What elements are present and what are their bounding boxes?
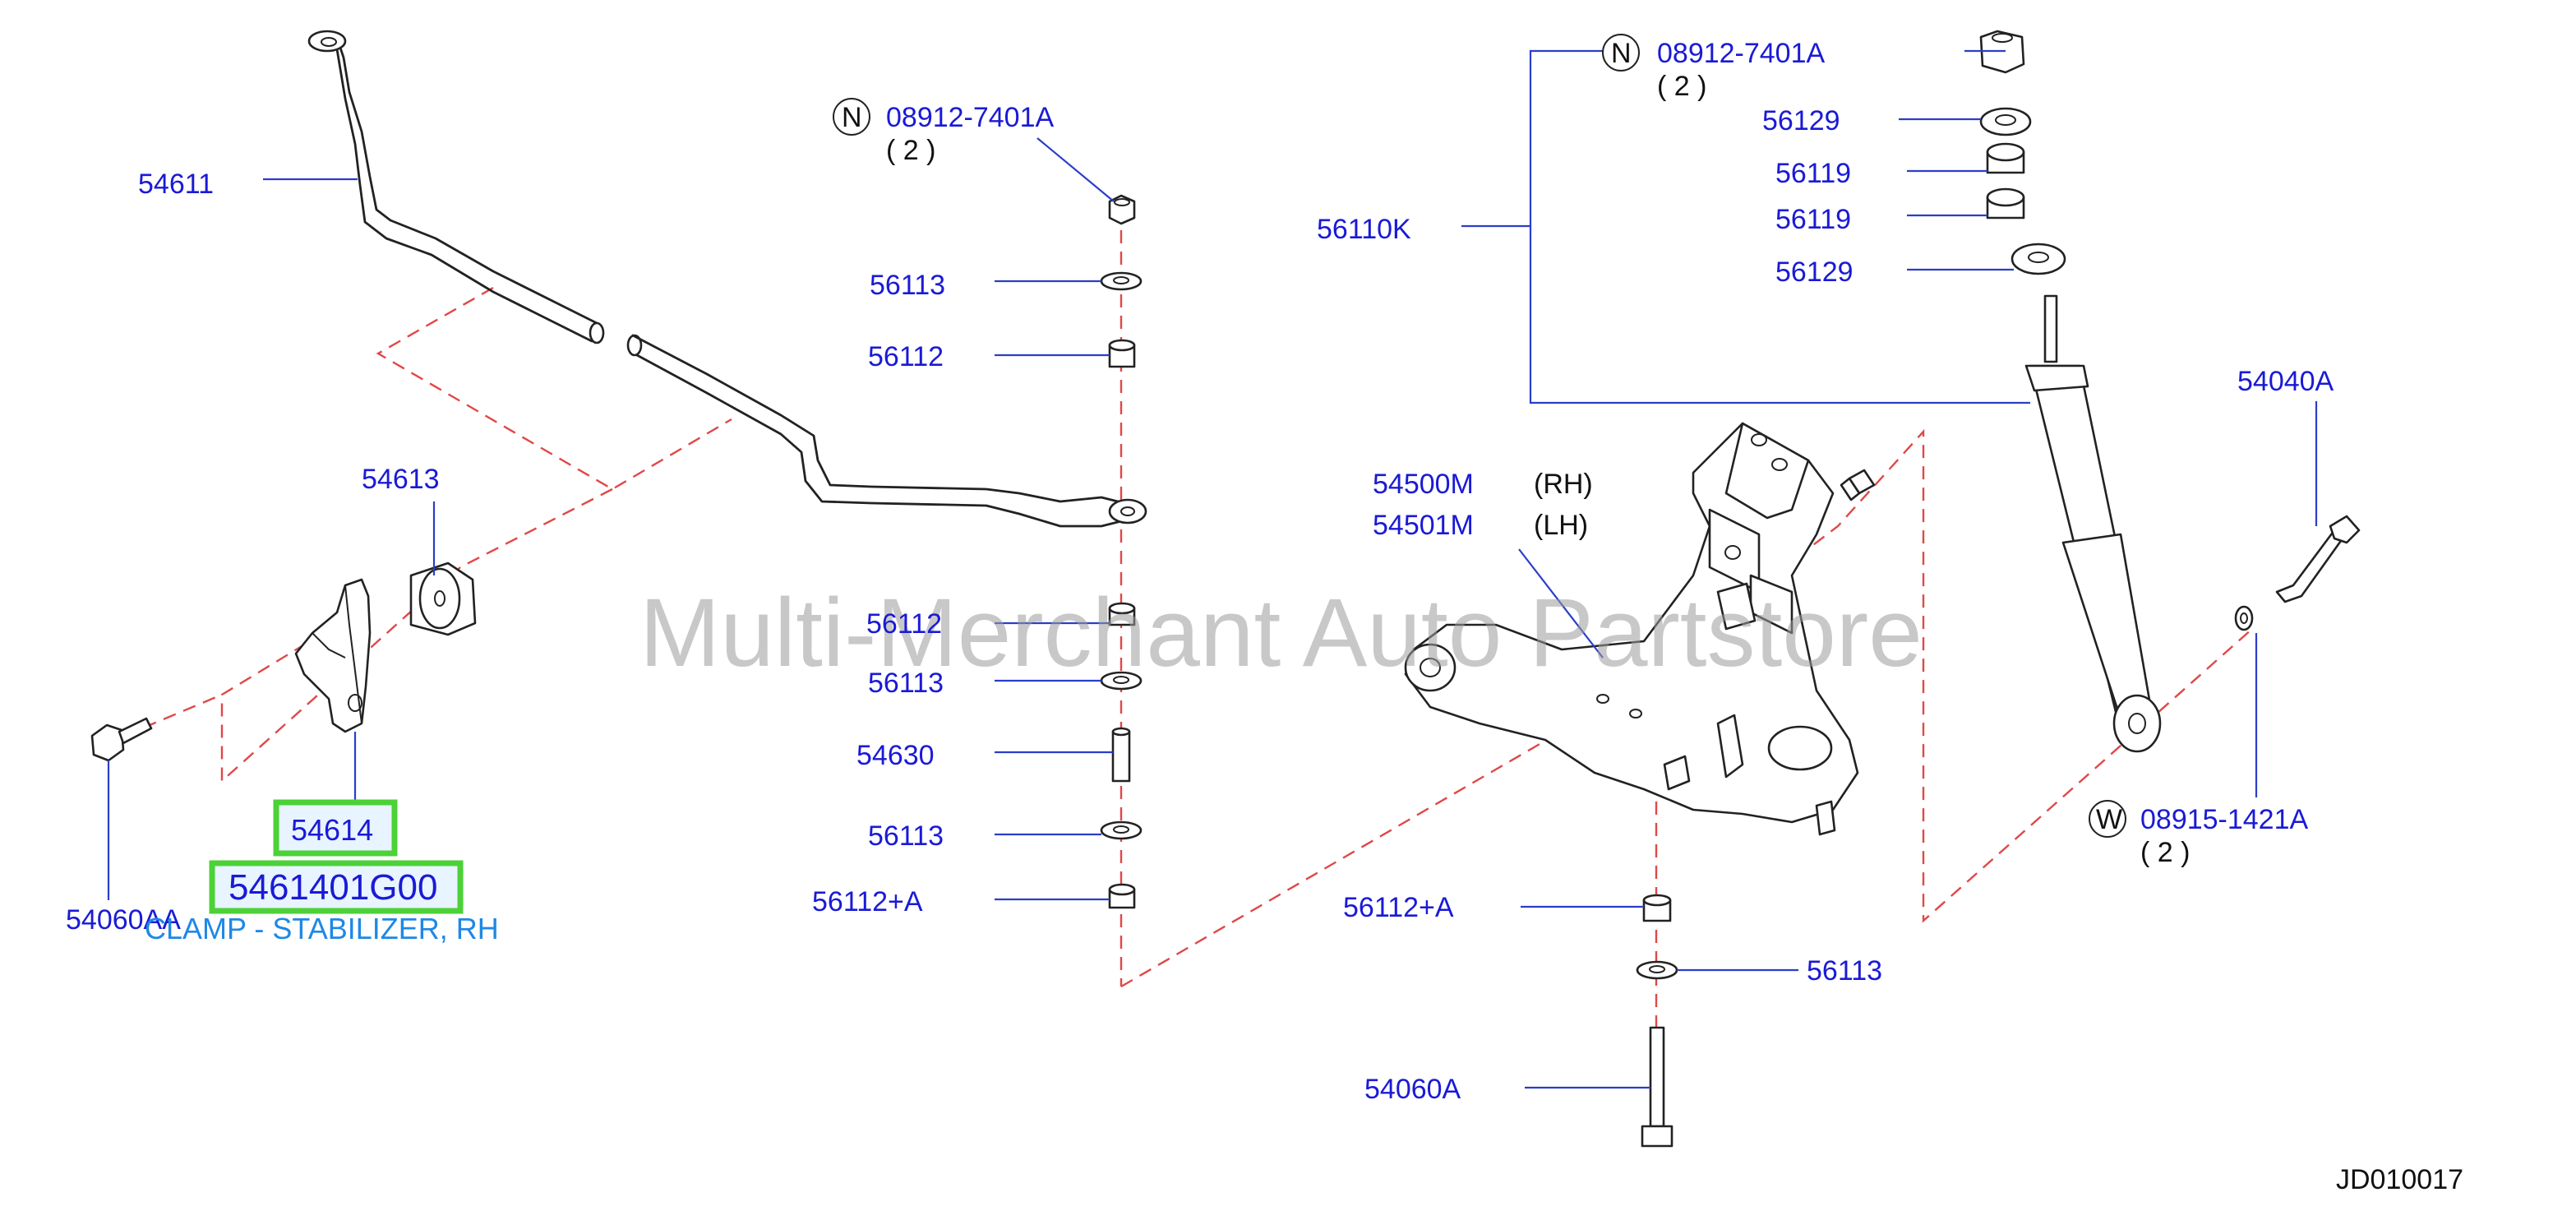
callout-n-letter-right: N	[1611, 38, 1632, 69]
label-08912-7401A-right[interactable]: 08912-7401A	[1657, 38, 1826, 69]
label-56112A-a[interactable]: 56112+A	[812, 886, 923, 917]
label-56119-a[interactable]: 56119	[1775, 158, 1851, 189]
label-56112-b[interactable]: 56112	[866, 608, 942, 640]
label-56129-a[interactable]: 56129	[1762, 105, 1840, 136]
label-54613[interactable]: 54613	[362, 464, 440, 495]
label-54060AA[interactable]: 54060AA	[66, 904, 181, 936]
stabilizer-bar-54611	[307, 30, 1147, 528]
label-qty-left: ( 2 )	[886, 135, 935, 166]
leader-lines	[107, 49, 2318, 1089]
callout-n-circle-left	[833, 98, 870, 136]
label-56112A-b[interactable]: 56112+A	[1343, 892, 1454, 923]
clamp-54614[interactable]	[294, 578, 372, 733]
label-washer-qty: ( 2 )	[2140, 837, 2190, 868]
label-54501M-side: (LH)	[1534, 510, 1588, 541]
label-54630[interactable]: 54630	[856, 740, 935, 771]
bushing-54613	[409, 561, 477, 636]
label-56113-c[interactable]: 56113	[868, 820, 944, 852]
callout-n-circle-right	[1602, 34, 1640, 72]
label-54611[interactable]: 54611	[138, 169, 214, 200]
bolt-54060AA	[90, 717, 153, 762]
callout-labels: 54611 54613 54060AA CLAMP - STABILIZER, …	[66, 34, 2463, 1195]
shock-absorber-56110K	[1979, 30, 2162, 753]
label-56112-a[interactable]: 56112	[868, 341, 944, 372]
callout-w-letter: W	[2096, 804, 2122, 835]
label-56113-a[interactable]: 56113	[870, 270, 945, 301]
lower-control-arm	[1404, 422, 1876, 836]
highlight-description: CLAMP - STABILIZER, RH	[145, 912, 499, 945]
bolt-54040A	[2234, 515, 2361, 631]
label-qty-right: ( 2 )	[1657, 71, 1706, 102]
highlight-oem-number[interactable]: 5461401G00	[229, 867, 437, 908]
label-56119-b[interactable]: 56119	[1775, 204, 1851, 235]
callout-n-letter-left: N	[842, 102, 862, 133]
highlight-part-number-box[interactable]	[273, 799, 398, 857]
label-54500M[interactable]: 54500M	[1373, 469, 1474, 500]
diagram-code: JD010017	[2336, 1164, 2463, 1195]
label-56113-b[interactable]: 56113	[868, 668, 944, 699]
label-56110K[interactable]: 56110K	[1317, 214, 1411, 245]
label-08915-1421A[interactable]: 08915-1421A	[2140, 804, 2309, 835]
callout-w-circle	[2089, 800, 2126, 838]
lower-arm-bolt-stack	[1636, 894, 1678, 1148]
label-54040A[interactable]: 54040A	[2237, 366, 2334, 397]
highlight-oem-number-box[interactable]	[209, 860, 464, 914]
label-56113-d[interactable]: 56113	[1807, 955, 1882, 987]
label-54501M[interactable]: 54501M	[1373, 510, 1474, 541]
highlight-part-number[interactable]: 54614	[291, 813, 373, 847]
label-56129-b[interactable]: 56129	[1775, 256, 1854, 288]
label-54060A[interactable]: 54060A	[1364, 1074, 1461, 1105]
stabilizer-link-stack	[1100, 194, 1143, 909]
label-08912-7401A-left[interactable]: 08912-7401A	[886, 102, 1055, 133]
label-54500M-side: (RH)	[1534, 469, 1593, 500]
watermark-text: Multi-Merchant Auto Partstore	[639, 579, 1923, 687]
